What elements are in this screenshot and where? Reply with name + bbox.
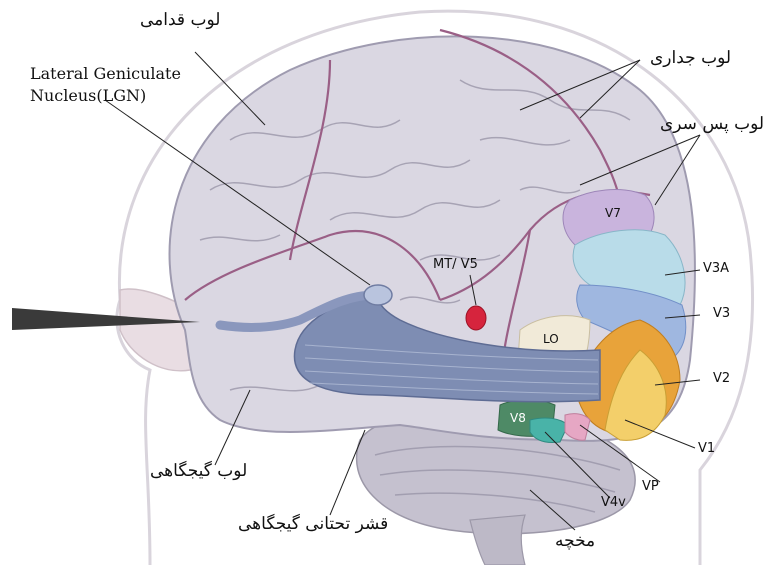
lgn-nucleus bbox=[364, 285, 392, 305]
mt-v5-area bbox=[466, 306, 486, 330]
label-v7: V7 bbox=[605, 207, 621, 219]
label-v4v: V4v bbox=[601, 496, 626, 509]
label-temporal-lobe: لوب گیجگاهی bbox=[150, 463, 247, 480]
label-lo: LO bbox=[543, 333, 559, 345]
label-occipital-lobe: لوب پس سری bbox=[660, 116, 764, 133]
brainstem bbox=[470, 515, 525, 565]
label-cerebellum: مخچه bbox=[555, 533, 595, 550]
label-lgn-line1: Lateral Geniculate bbox=[30, 66, 181, 82]
label-mt-v5: MT/ V5 bbox=[433, 258, 478, 271]
label-v1: V1 bbox=[698, 442, 715, 455]
label-lgn-line2: Nucleus(LGN) bbox=[30, 88, 146, 104]
label-parietal-lobe: لوب جداری bbox=[650, 50, 731, 67]
label-v8: V8 bbox=[510, 412, 526, 424]
label-inferior-temporal-cortex: قشر تحتانی گیجگاهی bbox=[238, 516, 388, 533]
label-v2: V2 bbox=[713, 372, 730, 385]
label-frontal-lobe: لوب قدامی bbox=[140, 12, 220, 29]
label-v3: V3 bbox=[713, 307, 730, 320]
label-vp: VP bbox=[642, 480, 659, 493]
label-v3a: V3A bbox=[703, 262, 729, 275]
